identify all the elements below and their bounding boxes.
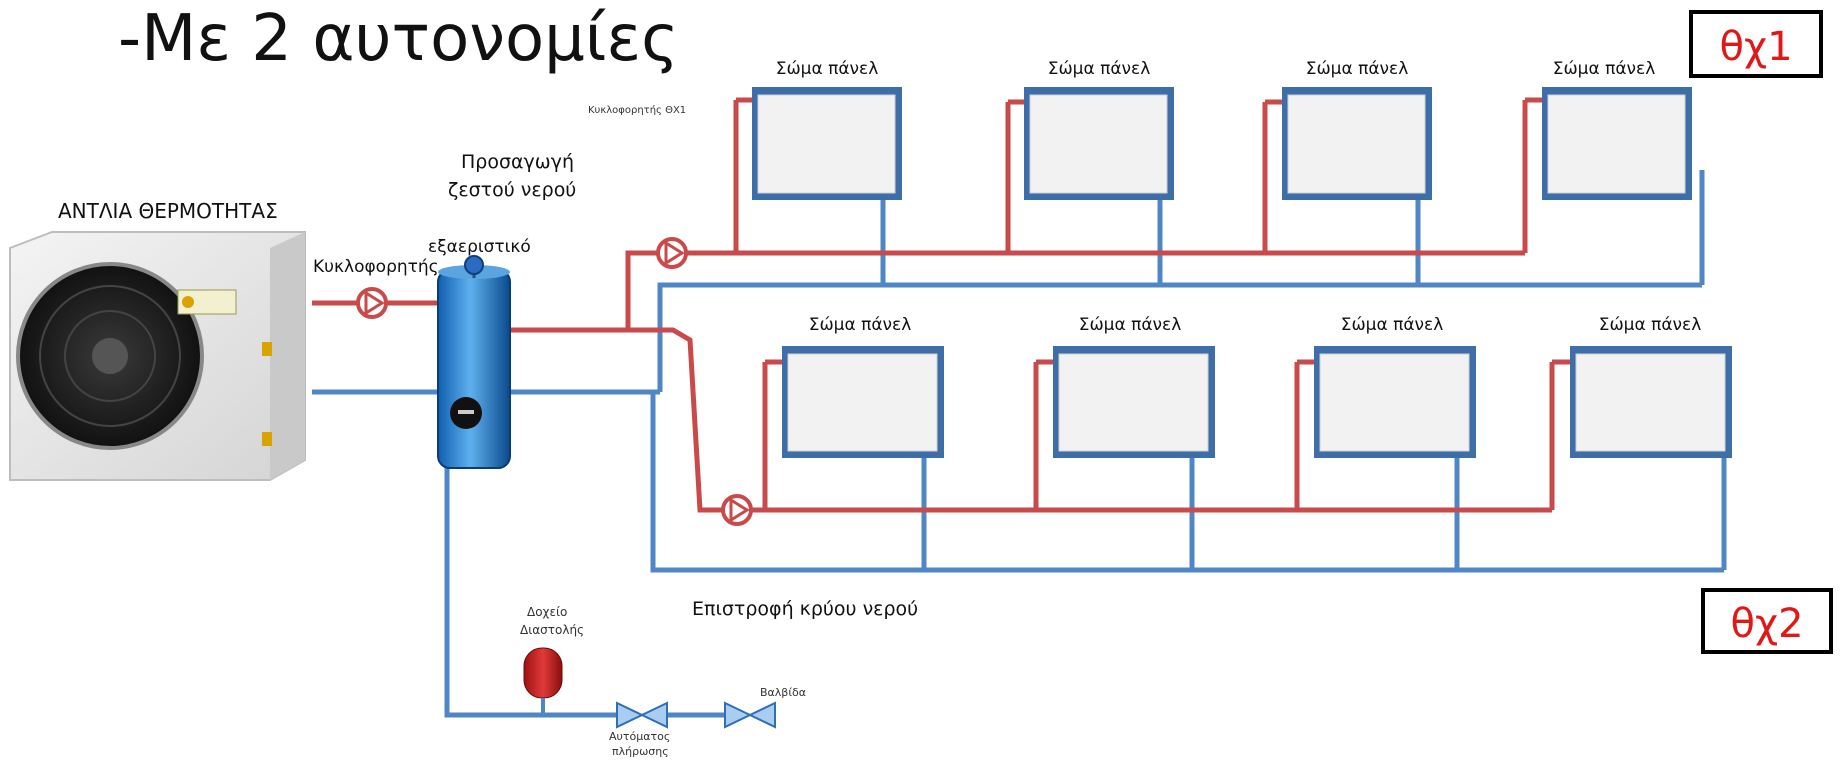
radiator-label: Σώμα πάνελ	[809, 315, 912, 335]
air-vent-label: εξαεριστικό	[428, 237, 531, 257]
zone2-badge: θχ2	[1701, 588, 1833, 654]
auto-fill-label-line1: Αυτόματος	[609, 730, 670, 743]
valve-icon	[724, 701, 776, 729]
radiator-label: Σώμα πάνελ	[1306, 59, 1409, 79]
supply-label-line1: Προσαγωγή	[461, 151, 574, 173]
radiator-label: Σώμα πάνελ	[1341, 315, 1444, 335]
zone1-label: θχ1	[1719, 24, 1792, 70]
expansion-tank-label-line1: Δοχείο	[527, 605, 567, 619]
cold-pipes	[312, 170, 1727, 718]
expansion-tank-label-line2: Διαστολής	[520, 623, 584, 637]
radiator-label: Σώμα πάνελ	[1553, 59, 1656, 79]
radiator-panel	[1282, 87, 1432, 200]
radiator-panel	[782, 346, 944, 458]
heat-pump-label: ΑΝΤΛΙΑ ΘΕΡΜΟΤΗΤΑΣ	[58, 199, 278, 223]
return-label: Επιστροφή κρύου νερού	[692, 598, 918, 620]
hot-pipes	[312, 97, 1570, 513]
main-circulator-label: Κυκλοφορητής	[313, 257, 439, 277]
zone2-label: θχ2	[1730, 601, 1803, 647]
heat-pump-unit	[9, 231, 306, 481]
zone2-radiators	[782, 346, 1732, 458]
buffer-tank	[437, 265, 511, 469]
radiator-panel	[1542, 87, 1692, 200]
air-vent-icon	[464, 255, 484, 278]
expansion-tank-icon	[523, 647, 563, 715]
zone2-circulator-icon	[721, 494, 753, 526]
radiator-panel	[1024, 87, 1174, 200]
zone1-radiators	[752, 87, 1692, 200]
radiator-label: Σώμα πάνελ	[1048, 59, 1151, 79]
main-circulator-icon	[356, 287, 388, 319]
auto-fill-valve-icon	[616, 701, 668, 729]
radiator-label: Σώμα πάνελ	[1079, 315, 1182, 335]
radiator-panel	[752, 87, 902, 200]
radiator-label: Σώμα πάνελ	[1599, 315, 1702, 335]
supply-label-line2: ζεστού νερού	[448, 179, 576, 201]
radiator-label: Σώμα πάνελ	[776, 59, 879, 79]
valve-label: Βαλβίδα	[760, 686, 806, 699]
zone1-circulator-icon	[656, 237, 688, 269]
radiator-panel	[1053, 346, 1215, 458]
page-title: -Με 2 αυτονομίες	[118, 2, 679, 76]
zone1-circulator-label: Κυκλοφορητής ΘΧ1	[588, 104, 686, 116]
radiator-panel	[1314, 346, 1476, 458]
radiator-panel	[1570, 346, 1732, 458]
auto-fill-label-line2: πλήρωσης	[612, 745, 669, 758]
zone1-badge: θχ1	[1689, 10, 1823, 78]
